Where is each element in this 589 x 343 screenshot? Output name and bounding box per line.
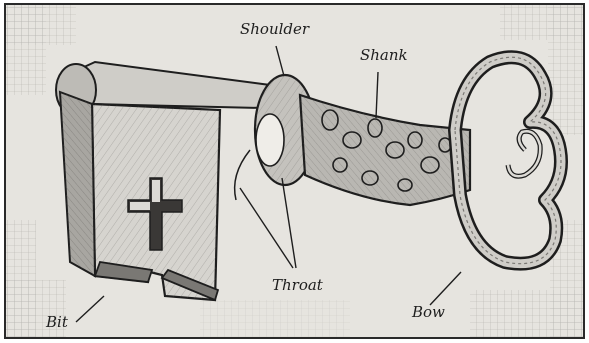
label-shank: Shank [360, 46, 408, 64]
label-shoulder: Shoulder [240, 20, 309, 38]
label-bow: Bow [412, 303, 445, 321]
leader-bow [430, 272, 461, 305]
key-shank [300, 95, 470, 205]
leader-shank [376, 72, 378, 118]
leader-shoulder [276, 46, 284, 76]
label-throat: Throat [272, 276, 323, 294]
leader-bit [76, 296, 104, 322]
label-bit: Bit [46, 313, 68, 331]
key-bit [56, 62, 270, 300]
